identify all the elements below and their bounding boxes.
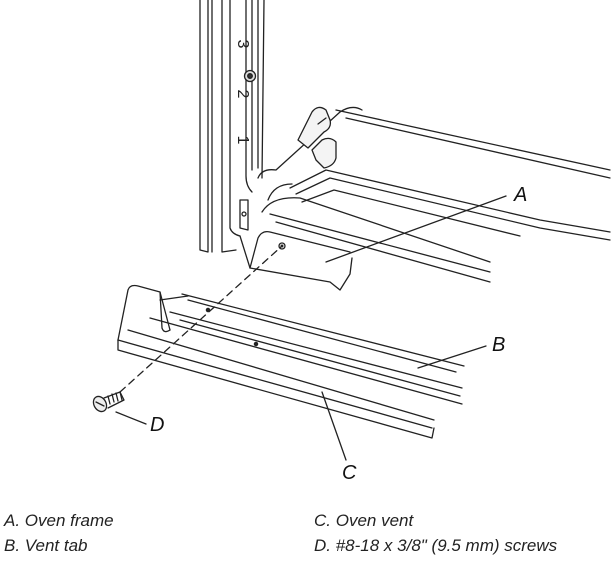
callout-c: C [342,462,357,484]
alignment-dashed-line [119,245,283,393]
callout-d: D [150,414,165,436]
rack-number-2: 2 [234,90,251,99]
screw [92,391,125,413]
rack-support-hooks [297,106,337,169]
rack-number-3: 3 [234,40,251,49]
legend-item-d: D. #8-18 x 3/8" (9.5 mm) screws [314,536,558,555]
oven-frame-rails [257,106,611,283]
leader-line-b [417,345,487,369]
callout-b: B [492,334,506,356]
oven-vent [117,284,465,439]
legend-item-c: C. Oven vent [314,511,414,530]
oven-frame-side [199,0,265,253]
installation-diagram: 3 2 1 [92,0,611,461]
legend-item-b: B. Vent tab [4,536,88,555]
rack-number-1: 1 [234,136,251,145]
leader-line-d [115,411,147,425]
legend-item-a: A. Oven frame [4,511,114,530]
leader-line-a [325,195,507,263]
leader-line-c [321,391,347,461]
rack-marker-dot [243,69,257,83]
oven-frame-bottom-flange [239,199,353,291]
callout-a: A [514,184,528,206]
